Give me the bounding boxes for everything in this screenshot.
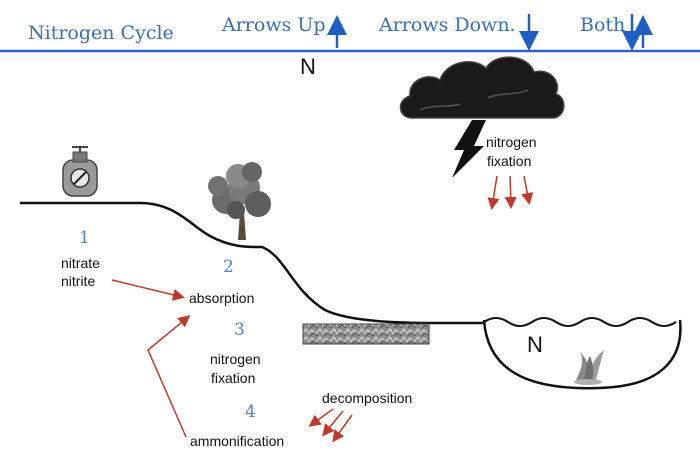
arrows-up-label: Arrows Up	[222, 14, 326, 36]
step3-line1: nitrogen	[210, 351, 261, 367]
page-title: Nitrogen Cycle	[28, 22, 174, 44]
water-plant-icon	[574, 350, 604, 385]
lightning-bolt-icon	[452, 120, 486, 178]
fertilizer-sprayer-icon	[62, 146, 98, 197]
cloud-fixation-line2: fixation	[487, 153, 532, 169]
cloud-fixation-line1: nitrogen	[486, 134, 537, 150]
nitrogen-symbol-top: N	[300, 54, 316, 79]
step3-line2: fixation	[211, 370, 256, 386]
storm-cloud-icon	[399, 56, 565, 119]
nitrite-to-absorption-arrow	[111, 279, 185, 301]
decomposition-arrow-icon	[332, 414, 353, 443]
arrows-down-label: Arrows Down.	[379, 14, 516, 36]
decomposition-arrow-icon	[322, 410, 344, 437]
step-number-2: 2	[223, 257, 234, 277]
rock-layer	[302, 323, 430, 345]
water-surface	[483, 317, 677, 327]
step1-line1: nitrate	[61, 255, 100, 271]
tree-icon	[208, 162, 271, 240]
rain-arrow-icon	[521, 175, 534, 205]
rain-arrow-icon	[487, 175, 500, 210]
both-label: Both	[580, 14, 626, 36]
nitrogen-symbol-pond: N	[527, 332, 543, 357]
ammonification-to-absorption-arrow	[147, 315, 191, 438]
step-number-4: 4	[245, 402, 256, 422]
step-number-3: 3	[234, 320, 245, 340]
rain-arrow-icon	[504, 175, 517, 209]
pond-basin	[482, 319, 682, 390]
step2-label: absorption	[189, 290, 255, 306]
decomposition-label: decomposition	[322, 390, 413, 406]
step-number-1: 1	[79, 228, 90, 248]
step1-line2: nitrite	[61, 273, 96, 289]
ground-line	[20, 201, 484, 325]
step4-label: ammonification	[190, 433, 285, 449]
decomposition-arrow-icon	[308, 408, 334, 427]
